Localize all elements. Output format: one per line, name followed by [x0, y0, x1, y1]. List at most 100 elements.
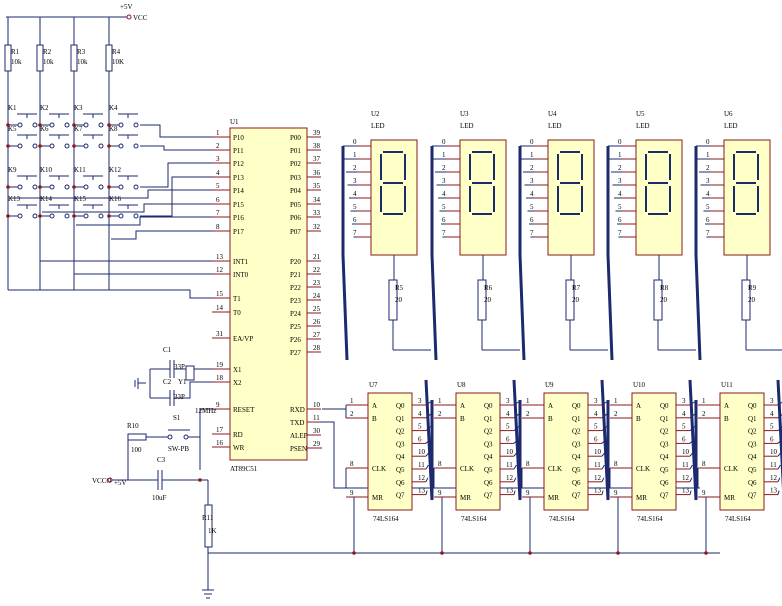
- sr-pin-number: 4: [506, 410, 510, 418]
- mcu-pin-name: P13: [233, 174, 244, 182]
- shift-register-ref: U9: [545, 381, 554, 389]
- key-contact: [49, 213, 55, 219]
- sr-pin-number: 3: [418, 397, 422, 405]
- sr-pin-name: Q4: [748, 453, 757, 461]
- sr-pin-number: 6: [682, 435, 686, 443]
- sr-pin-name: B: [548, 415, 553, 423]
- key-contact: [17, 143, 23, 149]
- res-ref: R7: [572, 284, 581, 292]
- pullup-value: 10k: [77, 58, 88, 66]
- sr-pin-number: 9: [702, 489, 706, 497]
- key-contact: [83, 184, 89, 190]
- sr-pin-number: 9: [438, 489, 442, 497]
- sr-pin-name: CLK: [460, 465, 474, 473]
- sr-output-bus: [600, 379, 610, 501]
- segment-resistor: [741, 279, 751, 321]
- sr-pin-number: 11: [506, 461, 513, 469]
- x2-wire: [174, 381, 212, 399]
- sr-pin-number: 12: [418, 474, 426, 482]
- pullup-value: 10k: [11, 58, 22, 66]
- key-label: K11: [74, 166, 86, 174]
- pullup-value: 10k: [43, 58, 54, 66]
- shift-register-part: 74LS164: [549, 515, 575, 523]
- sr-pin-name: Q1: [484, 415, 493, 423]
- mcu-pin-number: 34: [313, 196, 321, 204]
- pullup-resistor: [36, 44, 44, 72]
- sr-pin-number: 1: [438, 397, 442, 405]
- junction-dot: [107, 123, 111, 127]
- display-pin-number: 5: [530, 203, 534, 211]
- key-contact: [17, 184, 23, 190]
- sr-bus-tap: [513, 490, 516, 495]
- seven-segment-display: [547, 139, 595, 256]
- mcu-pin-name: X2: [233, 379, 242, 387]
- shift-register-ref: U8: [457, 381, 466, 389]
- mcu-pin-number: 15: [216, 290, 224, 298]
- junction-dot: [6, 144, 10, 148]
- sr-pin-number: 8: [614, 460, 618, 468]
- key-label: K6: [40, 125, 49, 133]
- res-ref: R8: [660, 284, 669, 292]
- mcu-pin-name: INT1: [233, 258, 249, 266]
- sr-pin-name: A: [636, 402, 641, 410]
- display-pin-number: 3: [530, 177, 534, 185]
- mcu-pin-name: P27: [290, 349, 301, 357]
- display-ref: U5: [636, 110, 645, 118]
- display-pin-number: 1: [530, 151, 534, 159]
- junction-dot: [616, 551, 620, 555]
- segment-resistor: [565, 279, 575, 321]
- mcu-pin-number: 24: [313, 292, 321, 300]
- sr-pin-number: 11: [418, 461, 425, 469]
- sr-pin-name: Q0: [660, 402, 669, 410]
- sr-bus-tap: [601, 490, 604, 495]
- junction-dot: [198, 478, 202, 482]
- sr-pin-number: 8: [350, 460, 354, 468]
- key-label: K9: [8, 166, 17, 174]
- mcu-pin-number: 37: [313, 155, 321, 163]
- data-bus: [606, 146, 614, 361]
- mcu-pin-number: 9: [216, 401, 220, 409]
- sr-pin-name: A: [548, 402, 553, 410]
- mcu-pin-name: P15: [233, 201, 244, 209]
- sr-bus-tap: [689, 490, 692, 495]
- junction-dot: [704, 551, 708, 555]
- display-pin-number: 5: [706, 203, 710, 211]
- junction-dot: [72, 144, 76, 148]
- vcc-terminal: [126, 14, 132, 20]
- sr-pin-number: 2: [614, 410, 618, 418]
- res-ref: R11: [202, 514, 214, 522]
- key-contact: [118, 143, 124, 149]
- res-value: 20: [748, 296, 756, 304]
- mcu-ref: U1: [230, 118, 239, 126]
- mcu-pin-number: 32: [313, 223, 321, 231]
- switch-contact: [167, 434, 173, 440]
- junction-dot: [38, 185, 42, 189]
- cap-ref: C2: [163, 378, 172, 386]
- data-bus: [694, 146, 702, 361]
- sr-bus-tap: [513, 464, 517, 470]
- display-pin-number: 6: [530, 216, 534, 224]
- seven-segment-display: [370, 139, 418, 256]
- display-pin-number: 6: [706, 216, 710, 224]
- sr-pin-name: MR: [724, 494, 735, 502]
- shift-register-ref: U11: [721, 381, 733, 389]
- mcu-pin-name: P16: [233, 214, 244, 222]
- mcu-pin-number: 10: [313, 401, 321, 409]
- sr-pin-name: MR: [548, 494, 559, 502]
- sr-pin-number: 10: [506, 448, 514, 456]
- sr-pin-name: Q3: [396, 440, 405, 448]
- sr-pin-number: 12: [770, 474, 778, 482]
- pullup-ref: R3: [77, 48, 86, 56]
- sr-pin-number: 2: [702, 410, 706, 418]
- cap-ref: C3: [157, 456, 166, 464]
- supply-label: +5V: [114, 479, 127, 487]
- row-wire: [140, 162, 212, 188]
- cap-value: 33P: [174, 393, 185, 401]
- sr-pin-number: 5: [770, 423, 774, 431]
- pullup-resistor: [4, 44, 12, 72]
- sr-pin-name: Q1: [660, 415, 669, 423]
- sr-pin-name: Q3: [748, 440, 757, 448]
- key-contact: [98, 184, 104, 190]
- col-wire: [10, 189, 212, 199]
- sr-pin-number: 13: [506, 487, 514, 495]
